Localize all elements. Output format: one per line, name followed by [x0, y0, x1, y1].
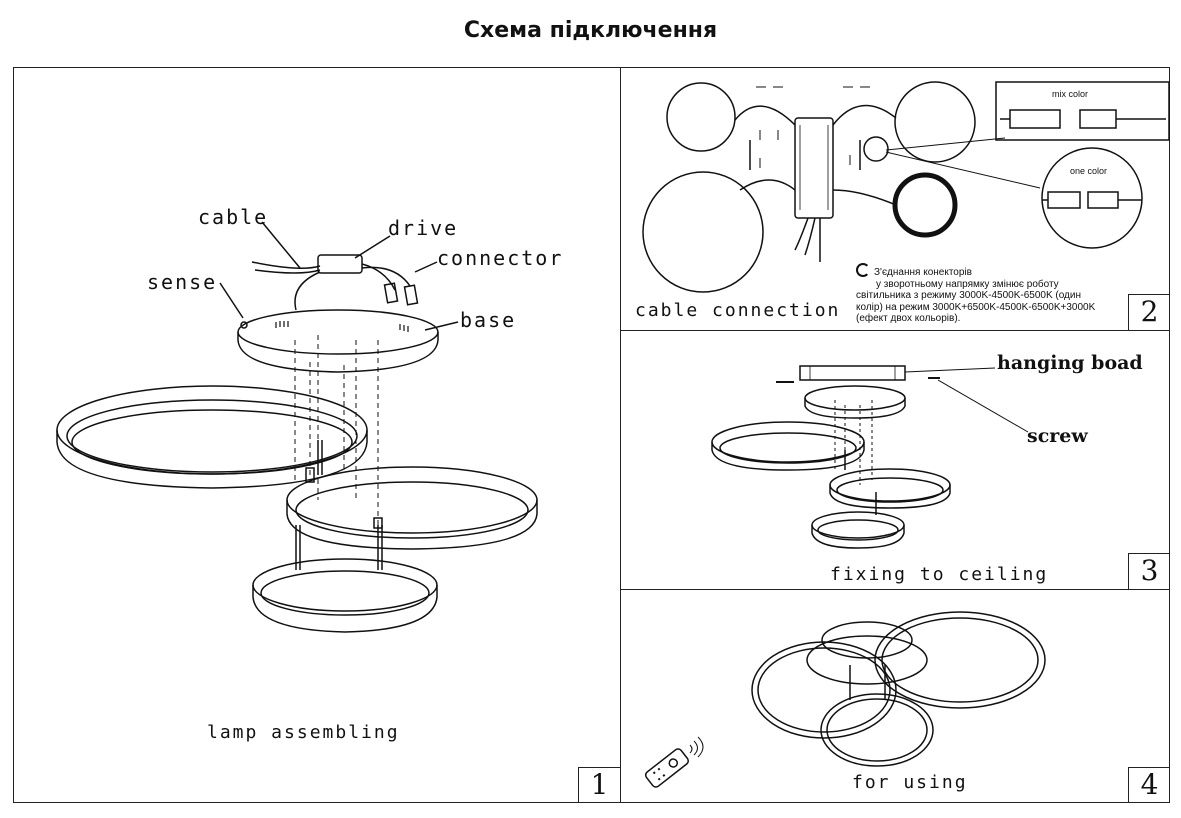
one-color-label: one color — [1070, 166, 1108, 176]
panel3-number: 3 — [1128, 553, 1170, 589]
connection-note: З'єднання конекторів у зворотньому напря… — [856, 263, 1126, 325]
panel2-wiring-drawing — [642, 81, 1170, 293]
panel1-lamp-drawing — [56, 221, 538, 633]
panel1-caption: lamp assembling — [207, 722, 400, 743]
label-sense: sense — [147, 270, 218, 294]
panel4-caption: for using — [852, 772, 968, 793]
note-line-4: колір) на режим 3000K+6500K-4500K-6500K+… — [856, 301, 1096, 313]
panel4-lamp-drawing — [644, 611, 1046, 788]
panel2-number: 2 — [1128, 294, 1170, 330]
panel3-mounting-drawing — [711, 365, 1029, 549]
label-screw: screw — [1027, 425, 1088, 447]
horizontal-divider-2 — [620, 589, 1170, 590]
note-line-5: (ефект двох кольорів). — [856, 313, 961, 324]
diagram-frame — [13, 67, 1170, 803]
note-line-1: З'єднання конекторів — [856, 263, 1126, 279]
note-line-2: у зворотньому напрямку змінює роботу — [876, 278, 1059, 290]
label-hanging-board: hanging boad — [997, 352, 1143, 374]
note-line-3: світильника з режиму 3000K-4500K-6500K (… — [856, 290, 1082, 301]
panel2-caption: cable connection — [635, 300, 841, 321]
label-drive: drive — [388, 216, 459, 240]
rotate-icon — [856, 263, 870, 277]
vertical-divider — [620, 67, 621, 803]
panel3-caption: fixing to ceiling — [830, 564, 1049, 585]
page-title: Схема підключення — [463, 18, 718, 43]
label-connector: connector — [437, 246, 564, 270]
panel4-number: 4 — [1128, 767, 1170, 803]
mix-color-label: mix color — [1052, 89, 1089, 99]
horizontal-divider-1 — [620, 330, 1170, 331]
label-cable: cable — [198, 205, 269, 229]
panel1-number: 1 — [578, 767, 620, 803]
label-base: base — [460, 308, 517, 332]
